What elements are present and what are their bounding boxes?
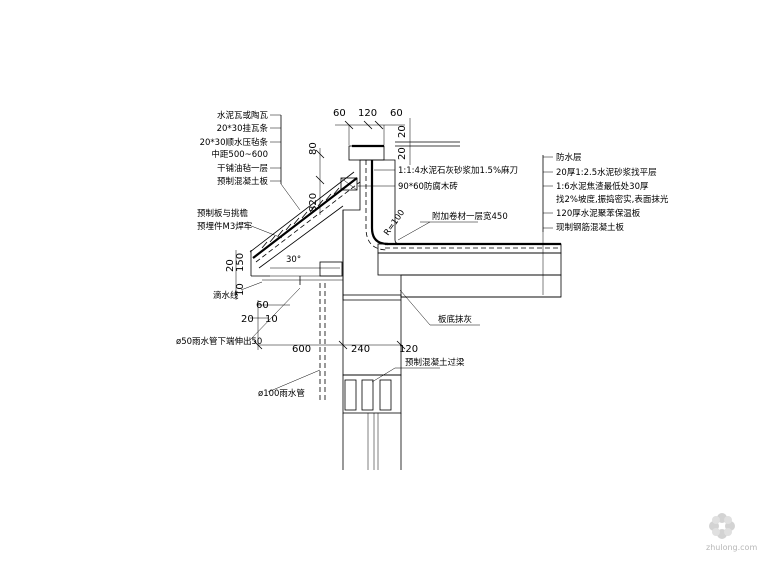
- dim-h240: 240: [351, 344, 370, 355]
- wall: [342, 294, 402, 470]
- dim-v80: 80: [308, 142, 319, 155]
- label-insulation: 120厚水泥聚苯保温板: [556, 208, 641, 219]
- label-counter-batten: 20*30顺水压毡条: [200, 137, 269, 148]
- label-drip-line: 滴水线: [213, 290, 239, 301]
- label-embedded-weld: 预埋件M3焊牢: [197, 221, 252, 232]
- dim-v820: 820: [308, 193, 319, 212]
- sloped-roof: [249, 171, 361, 400]
- label-downpipe-50: ø50雨水管下端伸出50: [176, 336, 262, 347]
- label-wood-brick: 90*60防腐木砖: [398, 181, 458, 192]
- zhulong-logo: [709, 513, 735, 539]
- label-precast-eave: 预制板与挑檐: [197, 208, 249, 219]
- label-extra-layer: 附加卷材一层宽450: [432, 211, 508, 222]
- dim-h600: 600: [292, 344, 311, 355]
- dim-h20: 20: [241, 314, 254, 325]
- label-slag: 1:6水泥焦渣最低处30厚: [556, 181, 649, 192]
- label-tile-batten: 20*30挂瓦条: [217, 123, 269, 134]
- dim-v20a: 20: [397, 125, 408, 138]
- label-ceiling-plaster: 板底抹灰: [438, 314, 472, 325]
- dimension-lines: [235, 118, 411, 350]
- label-mortar: 1:1:4水泥石灰砂浆加1.5%麻刀: [398, 165, 518, 176]
- label-cement-tile: 水泥瓦或陶瓦: [217, 110, 269, 121]
- roof-slab: [377, 242, 562, 298]
- label-felt: 干铺油毡一层: [217, 163, 268, 174]
- watermark-text: zhulong.com: [706, 543, 757, 552]
- leader-lines: [240, 114, 553, 393]
- dim-h120: 120: [399, 344, 418, 355]
- label-rc-slab: 现制钢筋混凝土板: [556, 222, 625, 233]
- parapet-top: [395, 141, 460, 147]
- dim-h10: 10: [265, 314, 278, 325]
- label-spacing: 中距500~600: [211, 149, 268, 160]
- label-precast-slab: 预制混凝土板: [217, 176, 269, 187]
- dim-top-60a: 60: [333, 108, 346, 119]
- dim-top-60b: 60: [390, 108, 403, 119]
- dim-h60: 60: [256, 300, 269, 311]
- label-slope: 找2%坡度,振捣密实,表面抹光: [556, 194, 669, 205]
- dim-v10: 10: [235, 283, 246, 296]
- dim-v150: 150: [235, 253, 246, 272]
- label-lintel: 预制混凝土过梁: [405, 357, 465, 368]
- label-screed: 20厚1:2.5水泥砂浆找平层: [556, 167, 657, 178]
- dim-top-120: 120: [358, 108, 377, 119]
- dim-v20c: 20: [225, 259, 236, 272]
- label-downpipe-100: ø100雨水管: [258, 388, 305, 399]
- label-waterproof: 防水层: [556, 152, 582, 163]
- dim-v20b: 20: [397, 147, 408, 160]
- eave-core: [340, 144, 401, 301]
- label-angle: 30°: [286, 255, 301, 265]
